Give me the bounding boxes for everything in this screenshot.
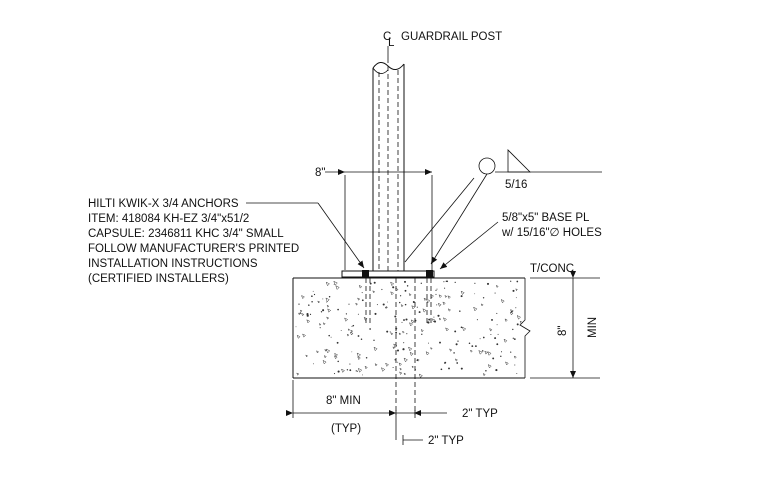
base-plate <box>341 270 435 278</box>
depth-min: MIN <box>587 317 599 338</box>
guardrail-post <box>372 58 405 272</box>
anchor-note-line: (CERTIFIED INSTALLERS) <box>88 273 229 285</box>
plate-width-dimension <box>325 169 433 270</box>
lower-spacing-dimension <box>402 435 423 445</box>
edge-distance-label: 8" MIN <box>326 395 361 407</box>
svg-text:L: L <box>388 37 395 49</box>
concrete-slab <box>292 277 531 379</box>
typ-label: (TYP) <box>331 423 361 435</box>
depth-dimension <box>530 271 600 379</box>
anchor-rods <box>365 278 432 415</box>
anchor-note-line: FOLLOW MANUFACTURER'S PRINTED <box>88 243 299 255</box>
weld-size: 5/16 <box>505 179 527 191</box>
edge-distance-dimension <box>286 380 447 440</box>
base-plate-label-2: w/ 15/16"∅ HOLES <box>501 227 602 239</box>
depth-value: 8" <box>557 326 569 336</box>
centerline-symbol: C L <box>383 31 395 49</box>
weld-symbol <box>430 149 602 265</box>
base-plate-label-1: 5/8"x5" BASE PL <box>502 212 590 224</box>
anchor-callout-text: HILTI KWIK-X 3/4 ANCHORS ITEM: 418084 KH… <box>88 198 299 285</box>
anchor-note-line: CAPSULE: 2346811 KHC 3/4" SMALL <box>88 228 284 240</box>
post-title: GUARDRAIL POST <box>401 31 502 43</box>
base-plate-leader <box>439 221 499 270</box>
svg-text:C: C <box>383 31 391 43</box>
anchor-note-line: INSTALLATION INSTRUCTIONS <box>88 258 258 270</box>
lower-spacing-label: 2" TYP <box>428 435 464 447</box>
anchor-note-line: HILTI KWIK-X 3/4 ANCHORS <box>88 198 239 210</box>
anchor-leaders <box>246 177 475 269</box>
right-spacing-label: 2" TYP <box>462 408 498 420</box>
top-of-concrete-label: T/CONC <box>530 263 574 275</box>
anchor-note-line: ITEM: 418084 KH-EZ 3/4"x51/2 <box>88 213 249 225</box>
plate-width-label: 8" <box>315 167 325 179</box>
